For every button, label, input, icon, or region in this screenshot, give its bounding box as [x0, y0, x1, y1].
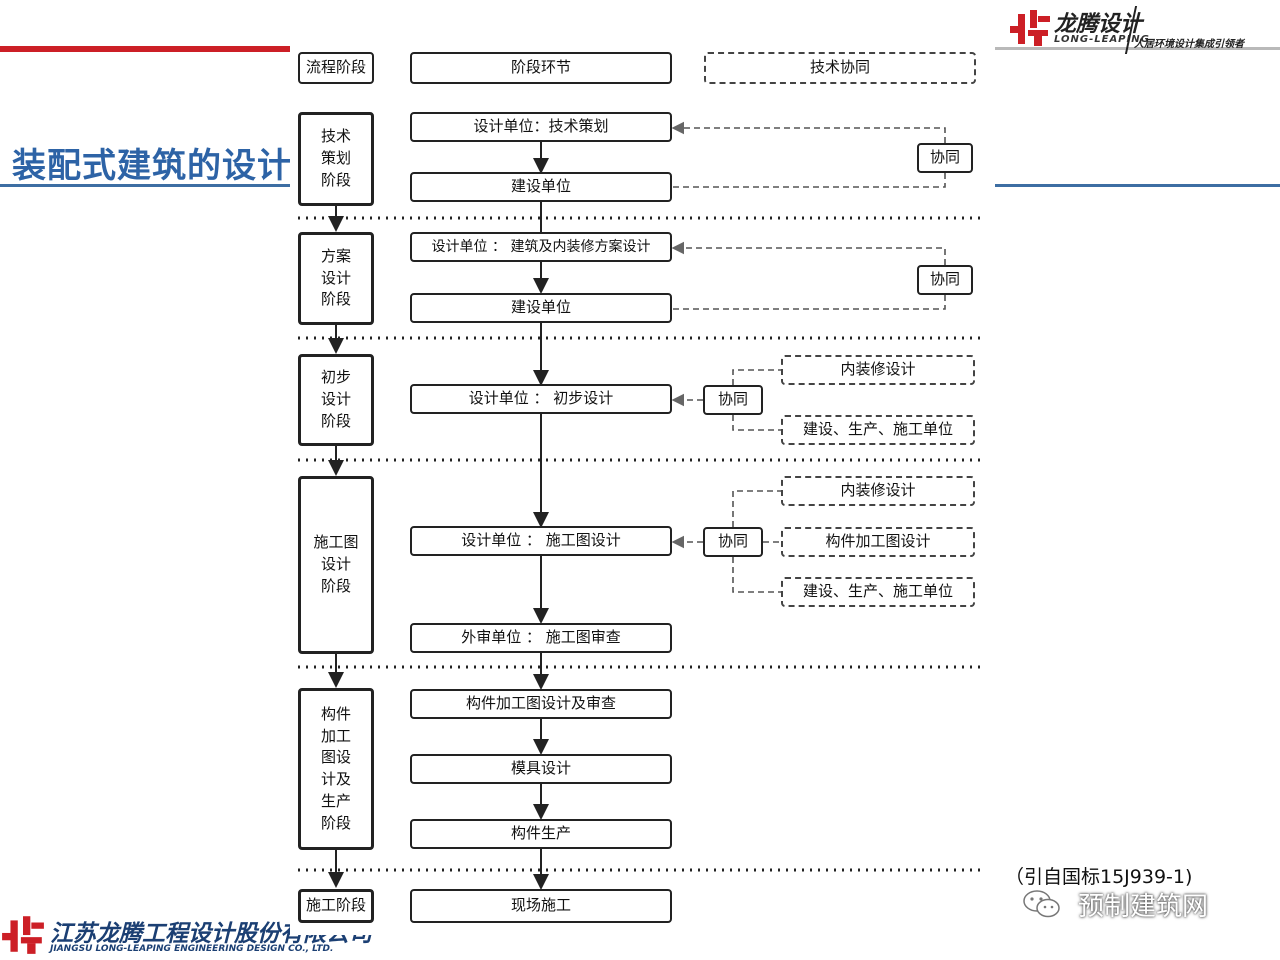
collab-node: 协同 [703, 385, 763, 415]
step-box: 构件生产 [410, 819, 672, 849]
stage-box: 施工图 设计 阶段 [298, 476, 374, 654]
step-box: 设计单位 ： 初步设计 [410, 384, 672, 414]
step-box: 现场施工 [410, 889, 672, 923]
footer-mark-icon [2, 916, 44, 954]
header-red-rule [0, 46, 290, 52]
brand-logo: 龙腾设计 LONG-LEAPING 人居环境设计集成引领者 [1008, 4, 1276, 54]
header-gray-rule [995, 47, 1280, 50]
party-box: 构件加工图设计 [781, 527, 975, 557]
party-box: 建设、生产、施工单位 [781, 415, 975, 445]
party-box: 建设、生产、施工单位 [781, 577, 975, 607]
brand-mark-icon [1010, 10, 1050, 46]
slide-title: 装配式建筑的设计 [12, 146, 292, 186]
brand-name: 龙腾设计 [1054, 12, 1143, 37]
stage-box: 技术 策划 阶段 [298, 112, 374, 206]
stage-box: 方案 设计 阶段 [298, 232, 374, 325]
step-box: 建设单位 [410, 293, 672, 323]
citation: （引自国标15J939-1) [1005, 866, 1193, 888]
watermark: 预制建筑网 [1078, 892, 1209, 922]
party-box: 内装修设计 [781, 355, 975, 385]
header-link: 阶段环节 [410, 52, 672, 84]
collab-node: 协同 [917, 143, 973, 173]
title-underline-right [995, 184, 1280, 187]
header-stage: 流程阶段 [298, 52, 374, 84]
title-underline-left [0, 184, 300, 187]
stage-box: 初步 设计 阶段 [298, 354, 374, 446]
footer-company-en: JIANGSU LONG-LEAPING ENGINEERING DESIGN … [50, 944, 334, 954]
flow-diagram: 流程阶段 阶段环节 技术协同 技术 策划 阶段 方案 设计 阶段 初步 设计 阶… [290, 40, 995, 935]
wechat-icon [1022, 888, 1062, 920]
brand-english: LONG-LEAPING [1054, 34, 1150, 45]
step-box: 设计单位 ： 建筑及内装修方案设计 [410, 232, 672, 262]
step-box: 建设单位 [410, 172, 672, 202]
step-box: 模具设计 [410, 754, 672, 784]
step-box: 外审单位 ： 施工图审查 [410, 623, 672, 653]
collab-node: 协同 [703, 527, 763, 557]
step-box: 设计单位：技术策划 [410, 112, 672, 142]
stage-box: 构件 加工 图设 计及 生产 阶段 [298, 688, 374, 850]
step-box: 设计单位 ： 施工图设计 [410, 526, 672, 556]
header-collab: 技术协同 [704, 52, 976, 84]
brand-slogan: 人居环境设计集成引领者 [1134, 39, 1244, 50]
step-box: 构件加工图设计及审查 [410, 689, 672, 719]
diagram-connectors [298, 121, 980, 890]
stage-box: 施工阶段 [298, 889, 374, 923]
collab-node: 协同 [917, 265, 973, 295]
party-box: 内装修设计 [781, 476, 975, 506]
